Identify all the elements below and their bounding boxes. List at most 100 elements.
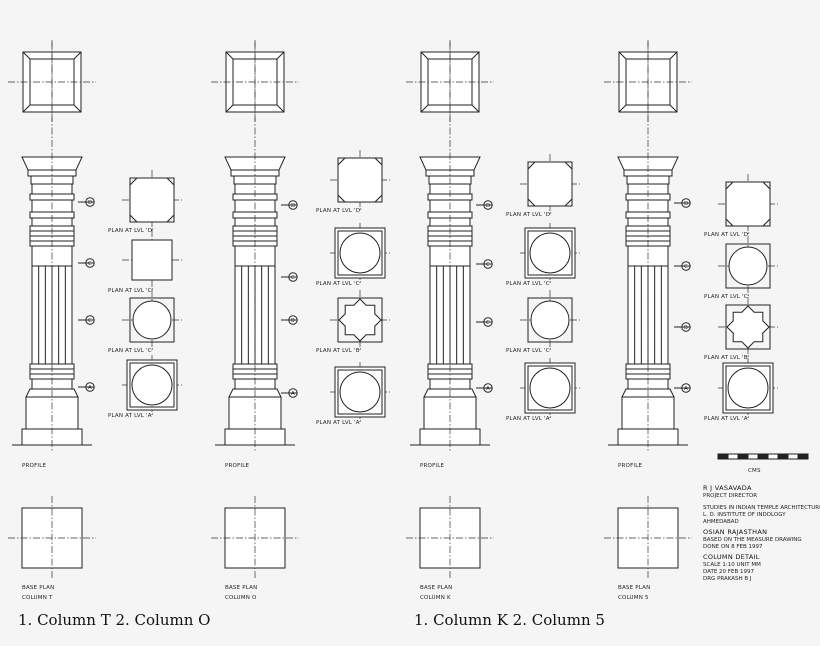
- plan-level-5-3: PLAN AT LVL 'A': [704, 358, 778, 422]
- plan-label: PLAN AT LVL 'A': [704, 416, 749, 422]
- level-marker-5-3: A: [674, 383, 691, 393]
- svg-text:A: A: [291, 391, 295, 397]
- plan-level-K-3: PLAN AT LVL 'A': [506, 358, 580, 422]
- column-label: COLUMN T: [22, 595, 53, 601]
- profile-5: [608, 40, 688, 451]
- level-marker-O-3: A: [281, 388, 298, 398]
- plan-level-O-0: PLAN AT LVL 'D': [316, 150, 390, 214]
- level-marker-5-1: C: [674, 261, 691, 271]
- profile-label: PROFILE: [22, 463, 47, 469]
- base-plan-O: [211, 496, 299, 580]
- scale-bar: CMS: [717, 453, 809, 474]
- plan-level-5-1: PLAN AT LVL 'C': [704, 236, 778, 300]
- svg-text:C: C: [88, 318, 92, 324]
- level-marker-K-0: D: [476, 200, 493, 210]
- profile-label: PROFILE: [420, 463, 445, 469]
- plan-label: PLAN AT LVL 'D': [108, 228, 154, 234]
- plan-label: PLAN AT LVL 'D': [506, 212, 552, 218]
- plan-level-T-1: PLAN AT LVL 'C': [108, 230, 182, 294]
- column-T: PROFILE BASE PLAN COLUMN T PLAN AT LVL 'D' D…: [8, 40, 182, 601]
- level-marker-K-1: C: [476, 259, 493, 269]
- svg-text:A: A: [88, 385, 92, 391]
- plan-label: PLAN AT LVL 'B': [316, 348, 361, 354]
- plan-label: PLAN AT LVL 'C': [506, 281, 551, 287]
- plan-label: PLAN AT LVL 'D': [316, 208, 362, 214]
- author: R J VASAVADA: [703, 484, 752, 492]
- study-line: AHMEDABAD: [703, 519, 739, 525]
- level-marker-O-1: C: [281, 272, 298, 282]
- svg-text:B: B: [684, 325, 688, 331]
- caption-right: 1. Column K 2. Column 5: [414, 611, 605, 629]
- drawing-detail: SCALE 1:10 UNIT MM: [703, 562, 761, 568]
- study-line: L. D. INSTITUTE OF INDOLOGY: [703, 512, 786, 518]
- svg-text:D: D: [88, 200, 92, 206]
- level-marker-T-2: C: [78, 315, 95, 325]
- level-marker-5-2: B: [674, 322, 691, 332]
- plan-level-5-2: PLAN AT LVL 'B': [704, 297, 778, 361]
- base-plan-label: BASE PLAN: [22, 585, 54, 591]
- level-marker-5-0: D: [674, 198, 691, 208]
- profile-T: [12, 40, 92, 451]
- plan-level-T-3: PLAN AT LVL 'A': [108, 355, 182, 419]
- plan-level-T-2: PLAN AT LVL 'C': [108, 290, 182, 354]
- scale-bar-label: CMS: [748, 468, 761, 474]
- site-note: BASED ON THE MEASURE DRAWING: [703, 537, 802, 543]
- plan-level-T-0: PLAN AT LVL 'D': [108, 170, 182, 234]
- profile-label: PROFILE: [618, 463, 643, 469]
- profile-O: [215, 40, 295, 451]
- base-plan-K: [406, 496, 494, 580]
- svg-text:C: C: [291, 275, 295, 281]
- svg-text:D: D: [486, 203, 490, 209]
- base-plan-5: [604, 496, 692, 580]
- plan-level-K-1: PLAN AT LVL 'C': [506, 223, 580, 287]
- site: OSIAN RAJASTHAN: [703, 528, 767, 536]
- level-marker-O-2: B: [281, 315, 298, 325]
- column-label: COLUMN K: [420, 595, 451, 601]
- study-line: STUDIES IN INDIAN TEMPLE ARCHITECTURE: [703, 505, 820, 511]
- plan-label: PLAN AT LVL 'C': [108, 348, 153, 354]
- svg-text:C: C: [88, 261, 92, 267]
- plan-label: PLAN AT LVL 'A': [108, 413, 153, 419]
- base-plan-label: BASE PLAN: [420, 585, 452, 591]
- svg-text:A: A: [486, 386, 490, 392]
- column-label: COLUMN 5: [618, 595, 649, 601]
- level-marker-K-2: C: [476, 317, 493, 327]
- plan-label: PLAN AT LVL 'C': [316, 281, 361, 287]
- caption-left: 1. Column T 2. Column O: [18, 611, 211, 629]
- column-K: PROFILE BASE PLAN COLUMN K PLAN AT LVL 'D' D…: [406, 40, 580, 601]
- svg-text:B: B: [291, 318, 295, 324]
- svg-text:C: C: [684, 264, 688, 270]
- level-marker-O-0: D: [281, 200, 298, 210]
- plan-level-K-2: PLAN AT LVL 'C': [506, 290, 580, 354]
- plan-label: PLAN AT LVL 'A': [506, 416, 551, 422]
- base-plan-label: BASE PLAN: [225, 585, 257, 591]
- svg-text:A: A: [684, 386, 688, 392]
- svg-text:D: D: [291, 203, 295, 209]
- plan-level-O-3: PLAN AT LVL 'A': [316, 362, 390, 426]
- profile-label: PROFILE: [225, 463, 250, 469]
- author-role: PROJECT DIRECTOR: [703, 493, 757, 499]
- plan-label: PLAN AT LVL 'A': [316, 420, 361, 426]
- svg-text:C: C: [486, 320, 490, 326]
- svg-text:C: C: [486, 262, 490, 268]
- plan-label: PLAN AT LVL 'D': [704, 232, 750, 238]
- drawing-detail: DATE 20 FEB 1997: [703, 569, 754, 575]
- plan-level-5-0: PLAN AT LVL 'D': [704, 174, 778, 238]
- drawing-title: COLUMN DETAIL: [703, 553, 760, 561]
- plan-label: PLAN AT LVL 'B': [704, 355, 749, 361]
- plan-level-K-0: PLAN AT LVL 'D': [506, 154, 580, 218]
- level-marker-T-0: D: [78, 197, 95, 207]
- plan-level-O-1: PLAN AT LVL 'C': [316, 223, 390, 287]
- plan-label: PLAN AT LVL 'C': [506, 348, 551, 354]
- svg-text:D: D: [684, 201, 688, 207]
- drawing-detail: DRG PRAKASH B J: [703, 576, 752, 582]
- level-marker-T-1: C: [78, 258, 95, 268]
- plan-label: PLAN AT LVL 'C': [704, 294, 749, 300]
- base-plan-T: [8, 496, 96, 580]
- plan-level-O-2: PLAN AT LVL 'B': [316, 290, 390, 354]
- level-marker-K-3: A: [476, 383, 493, 393]
